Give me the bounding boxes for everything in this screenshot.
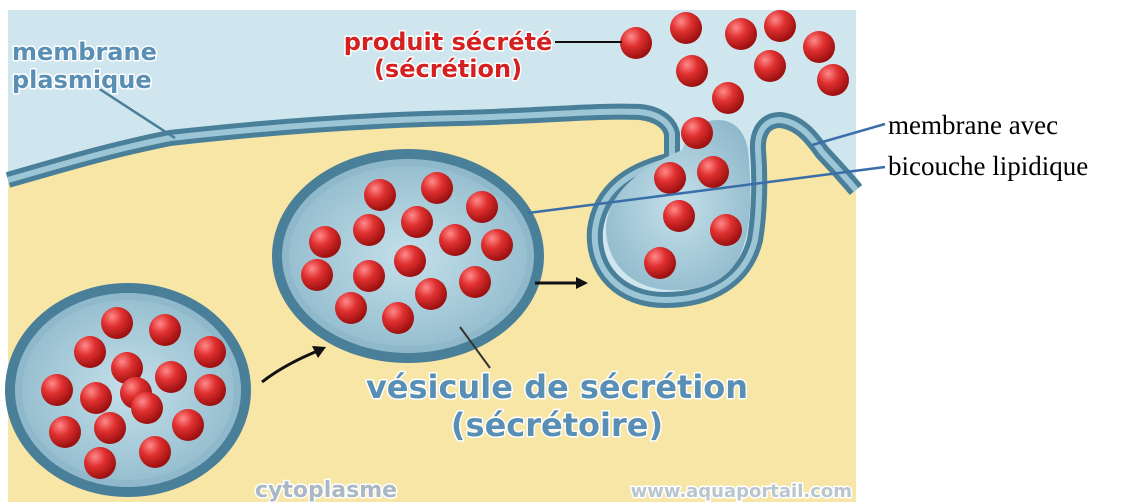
plasma-membrane-label-1: membrane bbox=[12, 38, 157, 66]
bilayer-annotation-line1: membrane avec bbox=[888, 109, 1058, 141]
plasma-membrane-label-2: plasmique bbox=[12, 66, 152, 94]
secreted-product-label-2: (sécrétion) bbox=[374, 55, 522, 83]
vesicle-label-1: vésicule de sécrétion bbox=[366, 368, 748, 406]
vesicle-label-2: (sécrétoire) bbox=[451, 406, 663, 444]
secreted-product-label-1: produit sécrété bbox=[344, 28, 552, 56]
watermark: www.aquaportail.com bbox=[631, 481, 852, 502]
bilayer-annotation-line2: bicouche lipidique bbox=[888, 150, 1088, 182]
cytoplasm-label: cytoplasme bbox=[255, 478, 397, 502]
